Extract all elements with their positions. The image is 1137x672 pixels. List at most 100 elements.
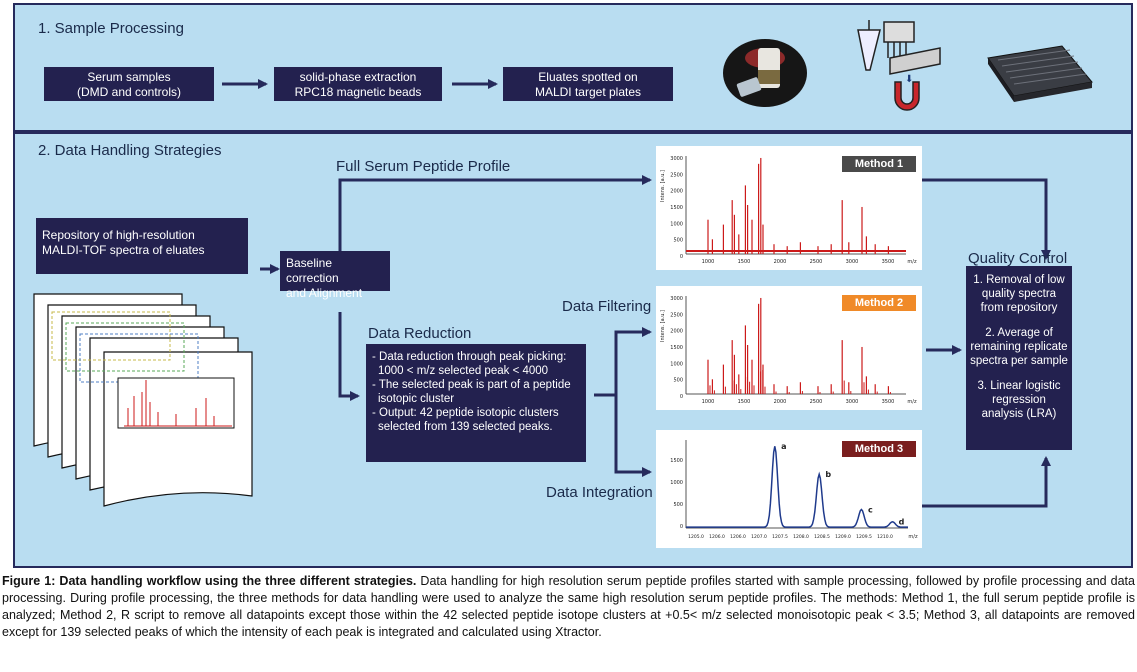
x-tick-label: 3000: [846, 259, 859, 265]
data-handling-title: 2. Data Handling Strategies: [38, 142, 222, 159]
quality-control-box: 1. Removal of low quality spectra from r…: [966, 266, 1072, 450]
repository-box: Repository of high-resolution MALDI-TOF …: [36, 218, 248, 274]
x-tick-label: 2500: [810, 259, 823, 265]
x-tick-label: 3500: [882, 399, 895, 405]
data-reduction-box: - Data reduction through peak picking: 1…: [366, 344, 586, 462]
y-tick-label: 0: [680, 394, 683, 400]
data-integration-label: Data Integration: [546, 484, 653, 501]
reduction-item: selected from 139 selected peaks.: [378, 421, 553, 433]
x-tick-label: 1210.0: [877, 534, 893, 540]
x-tick-label: 1206.0: [730, 534, 746, 540]
x-tick-label: 1500: [738, 399, 751, 405]
peak-marker-label: a: [781, 442, 786, 451]
eluates-box: Eluates spotted on MALDI target plates: [503, 67, 673, 101]
svg-text:⬇: ⬇: [905, 74, 913, 85]
x-tick-label: 1208.5: [814, 534, 830, 540]
isotope-cluster-trace: [686, 446, 908, 528]
x-tick-label: 1207.5: [772, 534, 788, 540]
x-tick-label: 1207.0: [751, 534, 767, 540]
x-tick-label: 1000: [702, 399, 715, 405]
baseline-box: Baseline correction and Alignment: [280, 251, 390, 300]
method2-badge: Method 2: [842, 295, 916, 311]
caption-title: Figure 1: Data handling workflow using t…: [2, 574, 417, 588]
arrow-to-data-reduction: [338, 312, 360, 401]
y-tick-label: 500: [673, 378, 683, 384]
method3-isotope-plot: 1500 1000 500 0 1205.0 1206.0 1206.0 1207.0 1207…: [670, 440, 918, 540]
tubes-photo: [723, 39, 807, 107]
y-tick-label: 1000: [670, 480, 683, 486]
method2-spectrum: 3000 2500 2000 1500 1000 500 0 1000 1500 2000 2500…: [660, 296, 917, 405]
y-tick-label: 1000: [670, 221, 683, 227]
baseline-line1: Baseline correction: [286, 256, 339, 285]
arrow-method3-to-qc: [922, 456, 1051, 508]
x-tick-label: 1000: [702, 259, 715, 265]
full-profile-label: Full Serum Peptide Profile: [336, 158, 511, 175]
arrow-to-method1: [338, 175, 652, 252]
x-unit-label: m/z: [907, 259, 917, 265]
x-tick-label: 2000: [774, 399, 787, 405]
x-tick-label: 1205.0: [688, 534, 704, 540]
sample-processing-title: 1. Sample Processing: [38, 20, 184, 37]
y-tick-label: 500: [673, 238, 683, 244]
extraction-box: solid-phase extraction RPC18 magnetic be…: [274, 67, 442, 101]
x-tick-label: 1209.5: [856, 534, 872, 540]
qc-item-3: 3. Linear logistic regression analysis (…: [977, 380, 1061, 420]
extraction-line2: RPC18 magnetic beads: [294, 85, 422, 99]
peak-marker-label: d: [899, 518, 905, 527]
x-tick-label: 2500: [810, 399, 823, 405]
eluates-line1: Eluates spotted on: [538, 70, 638, 84]
y-axis-label: Intens. [a.u.]: [660, 310, 666, 342]
serum-samples-box: Serum samples (DMD and controls): [44, 67, 214, 101]
y-tick-label: 0: [680, 524, 683, 530]
reduction-item: - Output: 42 peptide isotopic clusters: [372, 407, 559, 419]
qc-item-2: 2. Average of remaining replicate spectr…: [970, 327, 1068, 367]
baseline-line2: and Alignment: [286, 286, 363, 300]
peak-marker-label: b: [825, 470, 831, 479]
x-tick-label: 1500: [738, 259, 751, 265]
y-tick-label: 2500: [670, 172, 683, 178]
x-unit-label: m/z: [908, 534, 918, 540]
repository-line2: MALDI-TOF spectra of eluates: [42, 243, 205, 257]
arrow-to-method3: [614, 395, 652, 477]
y-tick-label: 2500: [670, 312, 683, 318]
qc-item-1: 1. Removal of low quality spectra from r…: [973, 274, 1065, 314]
magnet-pipette-illustration: ⬇: [857, 20, 941, 111]
x-tick-label: 1206.0: [709, 534, 725, 540]
y-tick-label: 1500: [670, 458, 683, 464]
y-tick-label: 1500: [670, 345, 683, 351]
y-tick-label: 500: [673, 502, 683, 508]
maldi-plate-photo: [987, 45, 1093, 102]
mini-spectrum: [124, 380, 232, 427]
method2-spectrum-panel: 3000 2500 2000 1500 1000 500 0 1000 1500 2000 2500…: [656, 286, 922, 410]
serum-samples-line2: (DMD and controls): [76, 85, 182, 99]
y-tick-label: 3000: [670, 156, 683, 162]
x-tick-label: 1208.0: [793, 534, 809, 540]
x-unit-label: m/z: [907, 399, 917, 405]
y-tick-label: 1500: [670, 205, 683, 211]
method1-badge: Method 1: [842, 156, 916, 172]
y-tick-label: 3000: [670, 296, 683, 302]
y-axis-label: Intens. [a.u.]: [660, 170, 666, 202]
y-tick-label: 1000: [670, 361, 683, 367]
data-reduction-label: Data Reduction: [368, 325, 472, 342]
quality-control-title: Quality Control: [968, 250, 1068, 267]
arrow-method1-to-qc: [922, 178, 1051, 260]
y-tick-label: 2000: [670, 189, 683, 195]
eluates-line2: MALDI target plates: [534, 85, 642, 99]
repository-line1: Repository of high-resolution: [42, 228, 195, 242]
arrow-to-method2: [594, 327, 652, 397]
caption-text: Data handling for high resolution serum …: [2, 574, 1135, 639]
x-tick-label: 3500: [882, 259, 895, 265]
reduction-item: 1000 < m/z selected peak < 4000: [378, 365, 549, 377]
y-tick-label: 2000: [670, 329, 683, 335]
data-filtering-label: Data Filtering: [562, 298, 652, 315]
serum-samples-line1: Serum samples: [87, 70, 171, 84]
extraction-line1: solid-phase extraction: [299, 70, 417, 84]
peak-marker-label: c: [868, 505, 873, 514]
reduction-item: - The selected peak is part of a peptide: [372, 379, 571, 391]
x-tick-label: 3000: [846, 399, 859, 405]
reduction-item: - Data reduction through peak picking:: [372, 351, 567, 363]
figure-caption: Figure 1: Data handling workflow using t…: [2, 573, 1135, 641]
